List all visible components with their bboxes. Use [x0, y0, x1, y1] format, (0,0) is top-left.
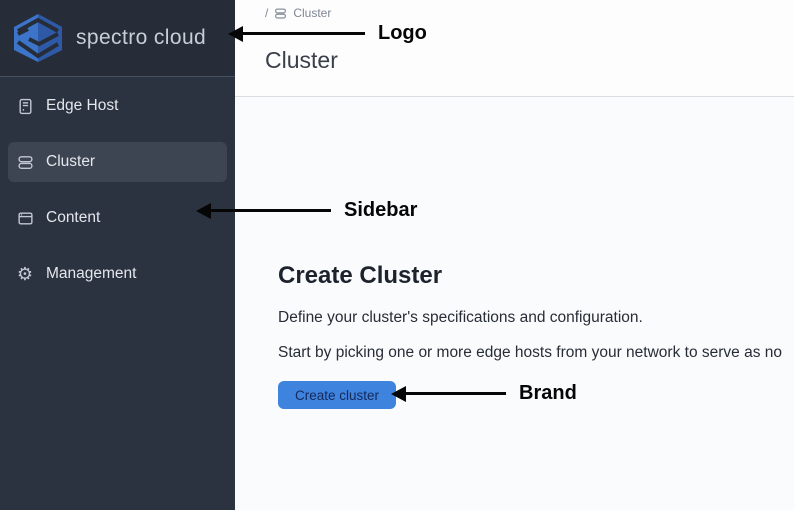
section-instruction: Start by picking one or more edge hosts …	[278, 344, 782, 361]
cluster-icon	[12, 154, 38, 171]
spectro-cloud-logo-icon	[14, 14, 62, 62]
sidebar-item-management[interactable]: ⚙ Management	[8, 254, 227, 294]
sidebar-item-label: Cluster	[46, 153, 96, 170]
section-heading: Create Cluster	[278, 262, 443, 289]
logo-wordmark: spectro cloud	[76, 26, 207, 49]
sidebar: spectro cloud Edge Host	[0, 0, 235, 510]
section-description: Define your cluster's specifications and…	[278, 309, 643, 326]
sidebar-item-edge-host[interactable]: Edge Host	[8, 86, 227, 126]
gear-icon: ⚙	[16, 264, 34, 284]
content-icon	[12, 210, 38, 227]
sidebar-nav: Edge Host Cluster	[0, 77, 235, 310]
create-cluster-section: Create Cluster Define your cluster's spe…	[235, 97, 794, 409]
sidebar-item-content[interactable]: Content	[8, 198, 227, 238]
page-title: Cluster	[265, 47, 338, 73]
sidebar-item-label: Edge Host	[46, 97, 119, 114]
breadcrumb-separator: /	[265, 6, 269, 20]
main-area: / Cluster Cluster Create Cluster Define …	[235, 0, 794, 510]
breadcrumb[interactable]: / Cluster	[265, 6, 794, 20]
edge-host-icon	[12, 98, 38, 115]
page-header: / Cluster Cluster	[235, 0, 794, 97]
cluster-icon	[275, 8, 287, 19]
sidebar-item-label: Management	[46, 265, 137, 282]
sidebar-logo[interactable]: spectro cloud	[0, 0, 235, 77]
sidebar-item-cluster[interactable]: Cluster	[8, 142, 227, 182]
sidebar-item-label: Content	[46, 209, 101, 226]
create-cluster-button[interactable]: Create cluster	[278, 381, 397, 409]
breadcrumb-item[interactable]: Cluster	[293, 6, 332, 20]
